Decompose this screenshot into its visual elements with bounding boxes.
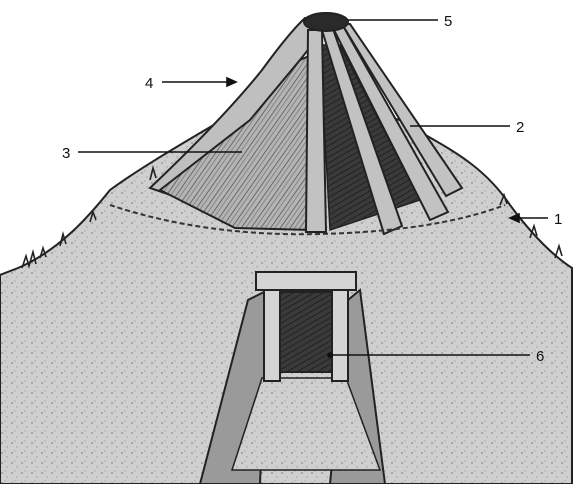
label-1: 1	[554, 211, 562, 228]
leader-dot-6	[328, 353, 332, 357]
label-3: 3	[62, 145, 70, 162]
label-4: 4	[145, 75, 153, 92]
label-2: 2	[516, 119, 524, 136]
label-5: 5	[444, 13, 452, 30]
door-post-right	[332, 285, 348, 381]
roof-pole	[306, 30, 326, 232]
door-lintel	[256, 272, 356, 290]
doorway-opening	[278, 292, 334, 372]
smoke-hole	[304, 13, 348, 31]
label-6: 6	[536, 348, 544, 365]
door-post-left	[264, 285, 280, 381]
arrowhead-4	[227, 78, 236, 86]
